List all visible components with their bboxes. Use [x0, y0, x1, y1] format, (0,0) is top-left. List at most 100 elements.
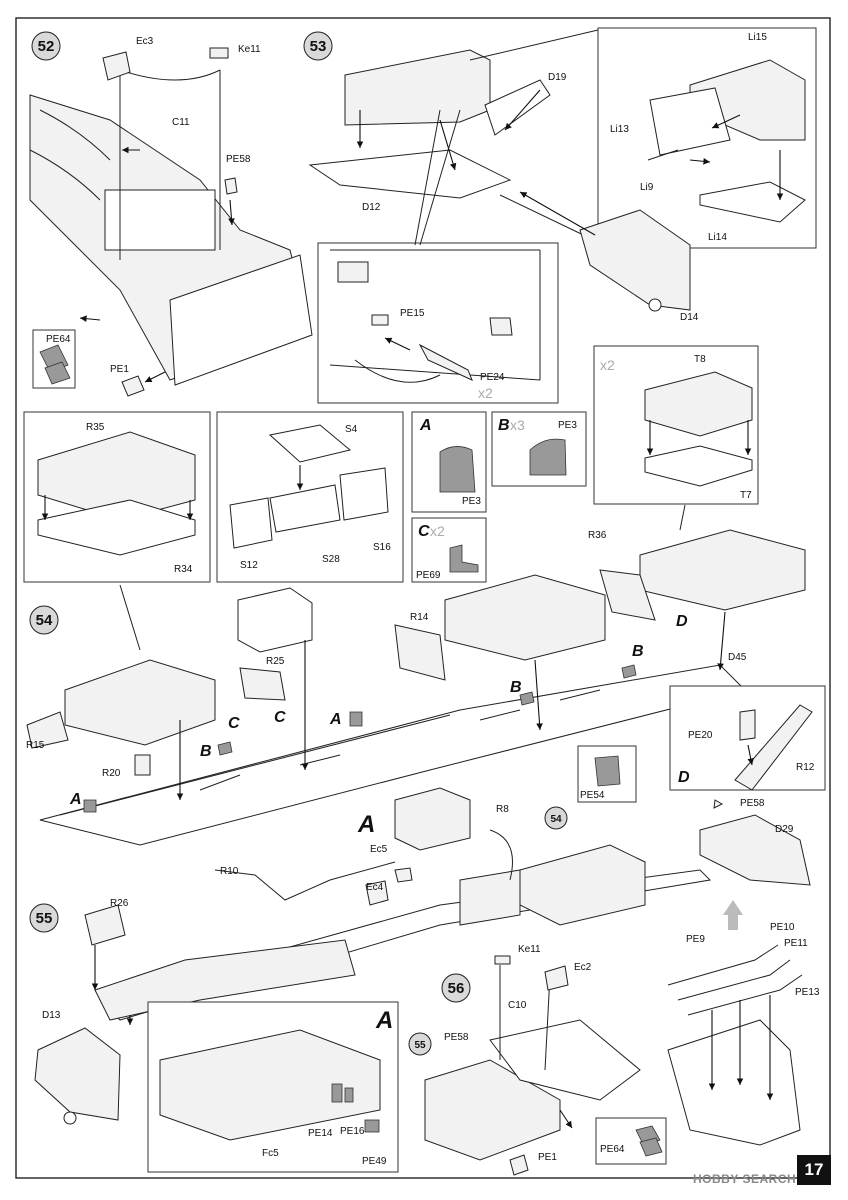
label-li9: Li9 — [640, 182, 654, 193]
label-ke11b: Ke11 — [518, 944, 541, 955]
page-number: 17 — [797, 1155, 831, 1185]
tank-right-54 — [639, 529, 806, 611]
key-b: B x3 PE3 — [491, 411, 587, 487]
label-pe58: PE58 — [226, 154, 251, 165]
bracket-r25 — [239, 667, 286, 701]
part-ke11 — [209, 47, 229, 59]
label-d29: D29 — [775, 824, 794, 835]
label-pe1: PE1 — [110, 364, 129, 375]
label-pe3-b: PE3 — [558, 420, 577, 431]
label-ec4: Ec4 — [366, 882, 384, 893]
label-r8: R8 — [496, 804, 509, 815]
arrow-li-b — [689, 158, 711, 165]
label-r26: R26 — [110, 898, 129, 909]
direction-arrow — [723, 900, 743, 930]
hose-r8 — [489, 829, 513, 881]
step-56: 56 55 Ke11 Ec2 C10 PE58 PE1 PE64 — [408, 944, 667, 1176]
mult-x2-pe24: x2 — [478, 385, 493, 401]
mudguard-d13 — [34, 1027, 121, 1121]
d-inset: PE20 R12 D — [669, 685, 826, 791]
step-52: 52 Ec3 Ke11 C11 PE58 PE64 PE1 — [29, 31, 313, 397]
step-54-number: 54 — [36, 612, 53, 629]
label-pe54: PE54 — [580, 790, 605, 801]
part-s4 — [268, 424, 352, 463]
watermark: HOBBY SEARCH — [693, 1172, 797, 1186]
fender-d29 — [699, 814, 811, 886]
label-r35: R35 — [86, 422, 105, 433]
key-c-letter: C — [418, 523, 430, 540]
part-t8 — [644, 371, 753, 437]
part-r20 — [134, 754, 151, 776]
label-d2: D — [678, 769, 690, 786]
callout-pe15 — [414, 109, 461, 246]
stand-54 — [237, 587, 313, 653]
label-li15: Li15 — [748, 32, 767, 43]
toolbox-big-a — [394, 787, 471, 851]
label-r14: R14 — [410, 612, 429, 623]
label-d1: D — [676, 613, 688, 630]
label-ec2: Ec2 — [574, 962, 592, 973]
part-pe20 — [739, 709, 756, 741]
arrow-pe15 — [384, 337, 411, 351]
tank-55-right — [519, 844, 646, 926]
arrow-52c — [79, 315, 101, 322]
arrow-52b — [228, 199, 235, 226]
mudguard-d13-hole — [63, 1111, 77, 1125]
part-pe49 — [364, 1119, 380, 1133]
label-r20: R20 — [102, 768, 121, 779]
label-s16: S16 — [373, 542, 391, 553]
tank-inset-r35: R35 R34 — [23, 411, 211, 583]
part-s16 — [339, 467, 389, 521]
step-52-number: 52 — [38, 38, 55, 55]
label-pe14: PE14 — [308, 1128, 333, 1139]
label-d19: D19 — [548, 72, 567, 83]
pe3-shape-a — [439, 446, 476, 493]
step-52-badge — [31, 31, 61, 61]
part-pe1b — [509, 1154, 529, 1176]
part-ec3 — [102, 51, 131, 81]
arrow-pe20 — [747, 744, 754, 766]
label-s4: S4 — [345, 424, 358, 435]
label-pe20: PE20 — [688, 730, 713, 741]
step-56-badge — [441, 973, 471, 1003]
arrow-53b — [439, 119, 457, 171]
box-part-52 — [104, 189, 216, 251]
part-fc5 — [159, 1029, 381, 1141]
part-pe11 — [687, 974, 803, 1016]
part-li13 — [649, 87, 731, 156]
pe54-shape — [594, 755, 621, 787]
pe54-inset: PE54 — [577, 745, 637, 803]
ref-54-number: 54 — [550, 814, 562, 825]
part-pe9 — [667, 944, 779, 986]
label-b3: B — [632, 643, 644, 660]
label-pe64: PE64 — [46, 334, 71, 345]
label-c1: C — [228, 715, 240, 732]
hull-56 — [489, 1019, 641, 1101]
label-pe64b: PE64 — [600, 1144, 625, 1155]
chain-pe24 — [354, 359, 441, 383]
pe-a-marker-1 — [349, 711, 363, 727]
label-pe69: PE69 — [416, 570, 441, 581]
pe69-shape — [449, 544, 479, 573]
bracket-r14 — [394, 624, 446, 681]
pe-b-marker-1 — [217, 741, 233, 756]
label-pe13: PE13 — [795, 987, 820, 998]
part-s12 — [229, 497, 273, 549]
part-r12 — [734, 704, 813, 791]
part-li14 — [699, 181, 806, 223]
label-r25: R25 — [266, 656, 285, 667]
part-ke11b — [494, 955, 511, 965]
page-border — [15, 17, 831, 1179]
hull-detail-52 — [29, 109, 111, 201]
label-ec5: Ec5 — [370, 844, 388, 855]
label-s28: S28 — [322, 554, 340, 565]
label-li14: Li14 — [708, 232, 727, 243]
label-pe24: PE24 — [480, 372, 505, 383]
label-r12: R12 — [796, 762, 815, 773]
arrow-53c — [504, 89, 541, 131]
pe-b-marker-2 — [519, 691, 535, 706]
label-pe3-a: PE3 — [462, 496, 481, 507]
label-d14: D14 — [680, 312, 699, 323]
label-pe15: PE15 — [400, 308, 425, 319]
part-pe14 — [331, 1083, 343, 1103]
